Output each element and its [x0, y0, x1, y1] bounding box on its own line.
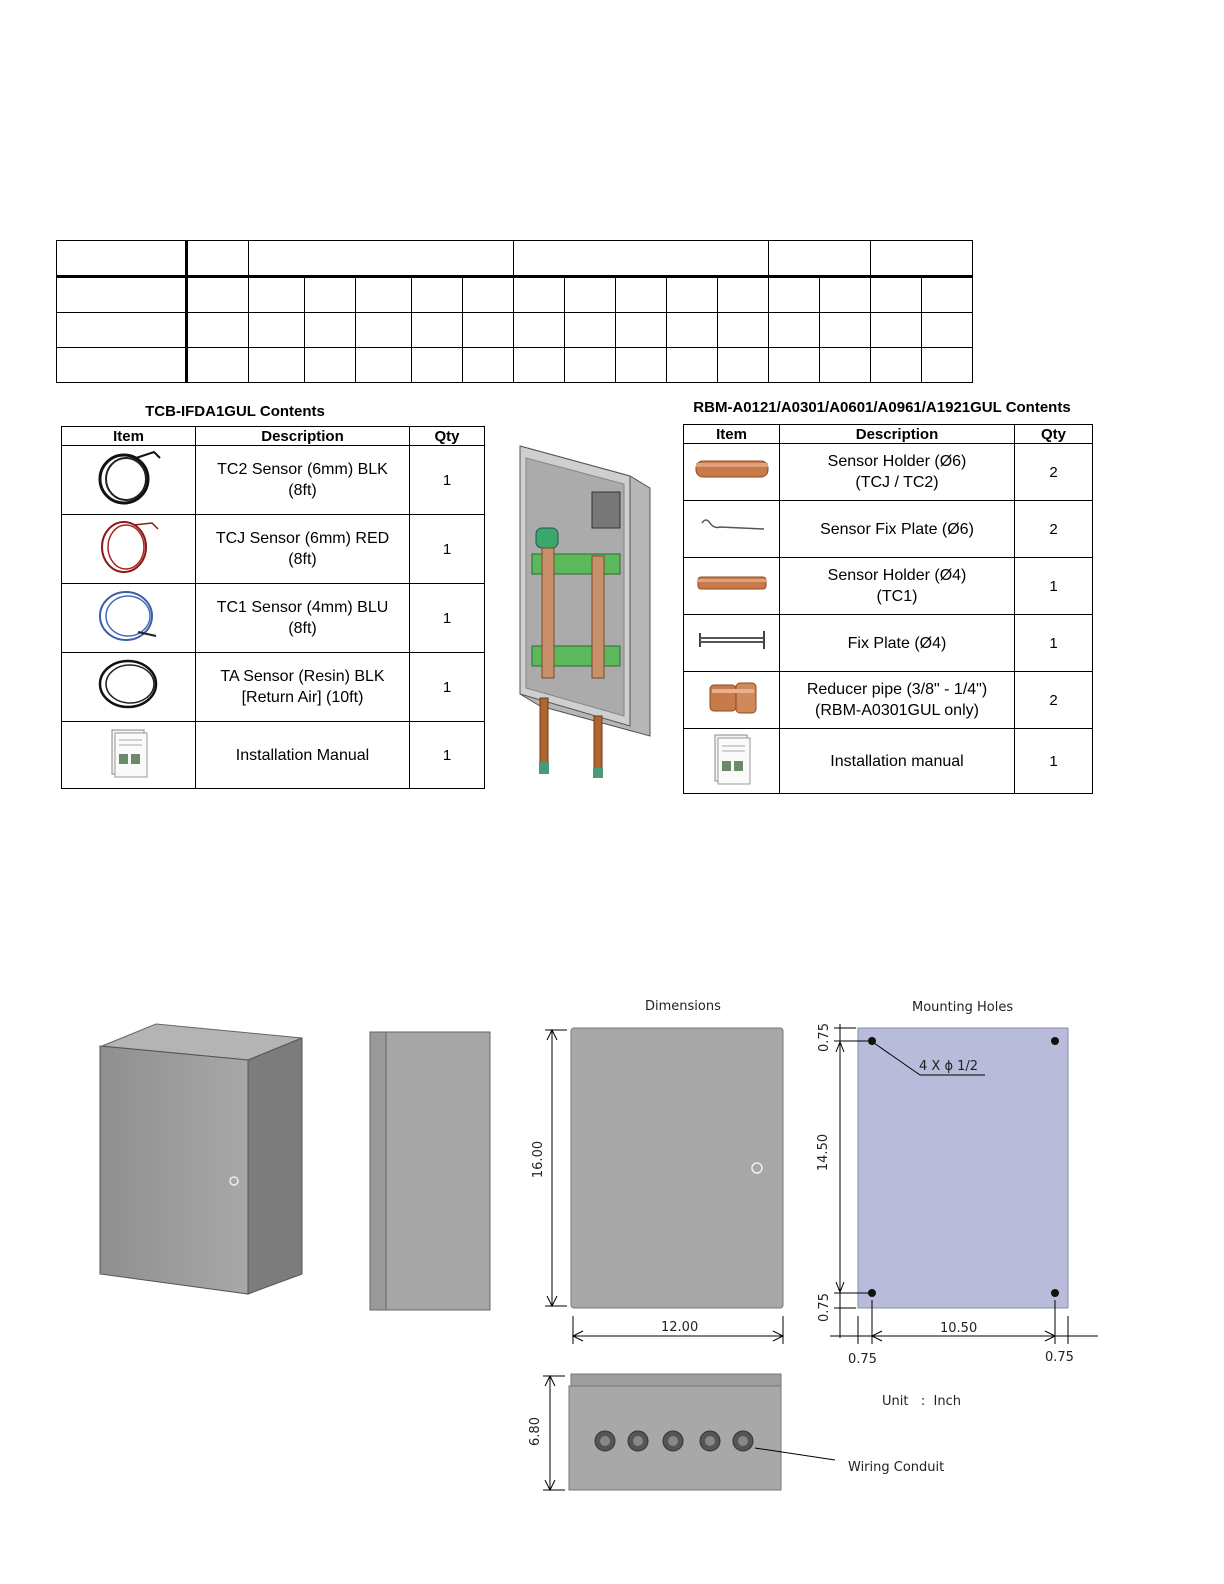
description: Sensor Holder (Ø4)	[827, 567, 967, 584]
qty: 1	[409, 514, 485, 584]
mounting-holes-title: Mounting Holes	[912, 1000, 1014, 1015]
qty: 2	[1014, 443, 1093, 501]
description-sub: (8ft)	[288, 482, 317, 499]
manual-booklet-icon	[61, 721, 196, 789]
header-item: Item	[683, 424, 780, 444]
fix-plate-icon	[683, 614, 780, 672]
manual-booklet-icon	[683, 728, 780, 794]
right-contents-table: Item Description Qty Sensor Holder (Ø6) (…	[683, 424, 1093, 794]
description: Installation manual	[830, 752, 964, 770]
left-margin-dimension: 0.75	[848, 1352, 877, 1367]
mounting-hole	[1051, 1037, 1059, 1045]
enclosure-isometric-image	[99, 1023, 303, 1295]
dimensions-title: Dimensions	[645, 999, 721, 1014]
blank-spec-table	[56, 240, 973, 383]
blue-sensor-cable-icon	[61, 583, 196, 653]
hole-size-label: 4 X ϕ 1/2	[919, 1059, 979, 1074]
qty: 1	[1014, 557, 1093, 615]
description: TCJ Sensor (6mm) RED	[215, 530, 390, 547]
header-description: Description	[195, 426, 410, 446]
description-sub: (RBM-A0301GUL only)	[815, 702, 979, 719]
description-sub: (8ft)	[288, 620, 317, 637]
description: Sensor Fix Plate (Ø6)	[820, 520, 974, 538]
description: Reducer pipe (3/8" - 1/4")	[806, 681, 988, 698]
enclosure-bottom-view-image	[543, 1373, 836, 1492]
table-row: Sensor Holder (Ø4) (TC1) 1	[683, 557, 1093, 615]
description: TA Sensor (Resin) BLK	[220, 668, 385, 685]
qty: 1	[1014, 728, 1093, 794]
qty: 1	[409, 583, 485, 653]
table-row	[56, 276, 973, 313]
table-row: TA Sensor (Resin) BLK [Return Air] (10ft)…	[61, 652, 485, 722]
height-dimension: 16.00	[531, 1140, 547, 1179]
horizontal-hole-span-dimension: 10.50	[940, 1321, 978, 1336]
table-row: Installation Manual 1	[61, 721, 485, 789]
copper-sensor-holder-thin-icon	[683, 557, 780, 615]
copper-sensor-holder-icon	[683, 443, 780, 501]
unit-value: Inch	[933, 1394, 961, 1409]
table-row: Reducer pipe (3/8" - 1/4") (RBM-A0301GUL …	[683, 671, 1093, 729]
qty: 1	[1014, 614, 1093, 672]
unit-label: Unit : Inch	[882, 1394, 961, 1409]
table-row: Installation manual 1	[683, 728, 1093, 794]
table-row	[56, 312, 973, 348]
black-sensor-cable-icon	[61, 445, 196, 515]
black-resin-sensor-cable-icon	[61, 652, 196, 722]
table-row: Sensor Holder (Ø6) (TCJ / TC2) 2	[683, 443, 1093, 501]
description-sub: (8ft)	[288, 551, 317, 568]
depth-dimension: 6.80	[527, 1417, 543, 1446]
description: Installation Manual	[235, 746, 370, 764]
right-margin-dimension: 0.75	[1045, 1350, 1074, 1365]
copper-reducer-pipe-icon	[683, 671, 780, 729]
header-qty: Qty	[409, 426, 485, 446]
description-sub: (TC1)	[876, 588, 918, 605]
table-row: TC2 Sensor (6mm) BLK (8ft) 1	[61, 445, 485, 515]
table-row: Fix Plate (Ø4) 1	[683, 614, 1093, 672]
enclosure-front-view-image	[545, 1027, 785, 1344]
width-dimension: 12.00	[661, 1320, 699, 1335]
qty: 2	[1014, 671, 1093, 729]
left-table-title: TCB-IFDA1GUL Contents	[145, 403, 325, 420]
description: TC2 Sensor (6mm) BLK	[217, 461, 388, 478]
unit-separator: :	[920, 1394, 926, 1409]
header-description: Description	[779, 424, 1015, 444]
left-contents-table: Item Description Qty TC2 Sensor (6mm) BL…	[61, 426, 485, 789]
header-item: Item	[61, 426, 196, 446]
description-sub: (TCJ / TC2)	[855, 474, 939, 491]
red-sensor-cable-icon	[61, 514, 196, 584]
interface-unit-isometric-image	[519, 445, 651, 778]
wiring-conduit-label: Wiring Conduit	[848, 1460, 945, 1475]
mounting-hole	[868, 1289, 876, 1297]
qty: 1	[409, 652, 485, 722]
sensor-fix-plate-icon	[683, 500, 780, 558]
description: Sensor Holder (Ø6)	[827, 453, 967, 470]
table-row	[56, 347, 973, 383]
qty: 1	[409, 721, 485, 789]
description: TC1 Sensor (4mm) BLU	[216, 599, 389, 616]
mounting-plate-drawing	[830, 1024, 1098, 1344]
description: Fix Plate (Ø4)	[847, 634, 947, 652]
bottom-margin-dimension: 0.75	[816, 1293, 832, 1322]
qty: 1	[409, 445, 485, 515]
right-table-title: RBM-A0121/A0301/A0601/A0961/A1921GUL Con…	[693, 399, 1071, 416]
description-sub: [Return Air] (10ft)	[241, 689, 364, 706]
table-row: TC1 Sensor (4mm) BLU (8ft) 1	[61, 583, 485, 653]
table-row: TCJ Sensor (6mm) RED (8ft) 1	[61, 514, 485, 584]
mounting-hole	[1051, 1289, 1059, 1297]
vertical-hole-span-dimension: 14.50	[816, 1133, 832, 1172]
unit-name: Unit	[882, 1394, 909, 1409]
header-qty: Qty	[1014, 424, 1093, 444]
enclosure-side-view-image	[369, 1031, 491, 1311]
top-margin-dimension: 0.75	[816, 1023, 832, 1052]
table-row: Sensor Fix Plate (Ø6) 2	[683, 500, 1093, 558]
qty: 2	[1014, 500, 1093, 558]
